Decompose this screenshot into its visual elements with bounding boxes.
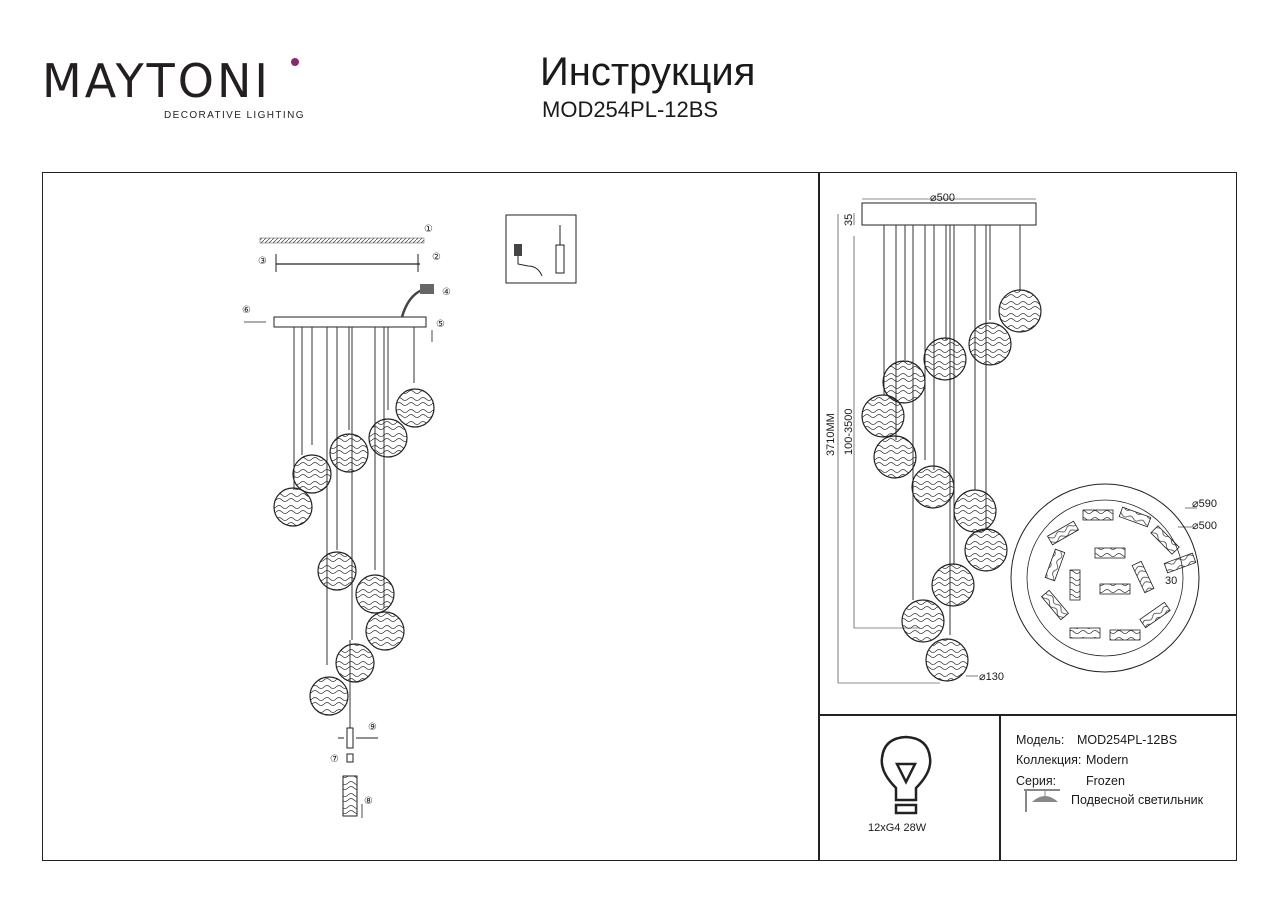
dim-gap: 30 — [1165, 575, 1177, 587]
callout-1: ① — [424, 224, 433, 235]
callout-8: ⑧ — [364, 796, 373, 807]
spec-collection-value: Modern — [1086, 753, 1129, 767]
assembly-drawing: ① ② ③ ④ ⑤ ⑥ ⑦ ⑧ ⑨ — [242, 214, 577, 818]
spec-series-row: Серия: Frozen — [1016, 774, 1125, 788]
spec-model-label: Модель: — [1016, 733, 1065, 747]
brand-name: MAYTONI — [42, 54, 271, 108]
callout-3: ③ — [258, 256, 267, 267]
spec-model-row: Модель: MOD254PL-12BS — [1016, 733, 1177, 747]
pendant-type-icon — [1024, 789, 1060, 812]
spec-collection-row: Коллекция: Modern — [1016, 753, 1128, 767]
bulb-icon — [880, 735, 932, 815]
callout-9: ⑨ — [368, 722, 377, 733]
logo-accent-dot — [291, 58, 299, 66]
spec-type-row: Подвесной светильник — [1071, 793, 1203, 807]
drawing-frame — [42, 172, 1237, 861]
spec-model-value: MOD254PL-12BS — [1077, 733, 1178, 747]
frame-divider-spec — [999, 714, 1001, 861]
brand-logo: MAYTONI DECORATIVE LIGHTING — [42, 54, 304, 121]
bulb-spec: 12xG4 28W — [868, 822, 927, 834]
callout-4: ④ — [442, 287, 451, 298]
dim-cable-range: 100-3500 — [843, 409, 855, 456]
frame-divider-vertical — [818, 172, 820, 861]
callout-7: ⑦ — [330, 754, 339, 765]
dim-outer-diameter: ⌀590 — [1192, 498, 1217, 510]
spec-type-value: Подвесной светильник — [1071, 793, 1204, 807]
dim-top-diameter: ⌀500 — [930, 192, 955, 204]
brand-tagline: DECORATIVE LIGHTING — [164, 110, 305, 121]
page-model: MOD254PL-12BS — [542, 97, 719, 122]
spec-series-value: Frozen — [1086, 774, 1125, 788]
spec-series-label: Серия: — [1016, 774, 1057, 788]
page-title: Инструкция — [540, 50, 756, 94]
dimension-drawing: ⌀500 35 3710MM 100-3 — [825, 192, 1217, 815]
dim-inner-diameter: ⌀500 — [1192, 520, 1217, 532]
frame-divider-horizontal — [818, 714, 1237, 716]
callout-6: ⑥ — [242, 305, 251, 316]
callout-5: ⑤ — [436, 319, 445, 330]
spec-collection-label: Коллекция: — [1016, 753, 1082, 767]
dim-canopy-height: 35 — [843, 214, 855, 226]
dim-total-height: 3710MM — [825, 413, 837, 456]
dim-shade-diameter: ⌀130 — [979, 671, 1004, 683]
callout-2: ② — [432, 252, 441, 263]
